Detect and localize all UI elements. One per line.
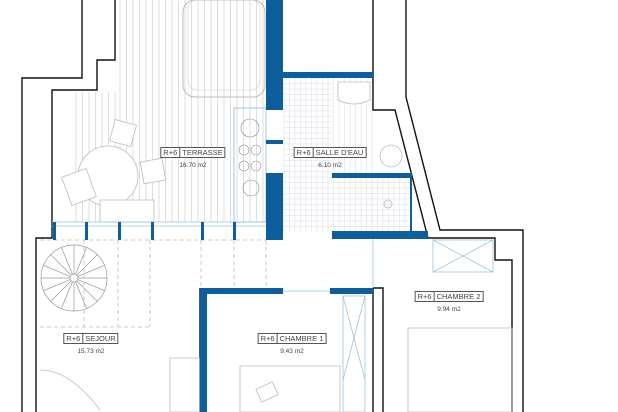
room-area: 16.70 m2 — [179, 162, 207, 169]
walls — [53, 0, 428, 412]
room-name: SEJOUR — [85, 334, 116, 343]
bedroom-furniture — [39, 327, 513, 412]
room-level: R+6 — [416, 292, 435, 301]
room-area: 9.43 m2 — [280, 348, 304, 355]
room-area: 9.94 m2 — [437, 306, 461, 313]
room-name: TERRASSE — [182, 148, 223, 157]
room-level: R+6 — [64, 334, 84, 343]
pool — [182, 0, 266, 98]
room-level: R+6 — [259, 334, 278, 343]
sink — [379, 144, 403, 168]
room-level: R+6 — [161, 148, 181, 157]
bathroom-tiles — [283, 77, 410, 231]
room-name: SALLE D'EAU — [315, 148, 364, 157]
room-area: 6.10 m2 — [318, 162, 342, 169]
room-name: CHAMBRE 1 — [279, 334, 324, 343]
building-outline — [21, 0, 524, 412]
toilet — [337, 81, 371, 105]
terrace-deck — [75, 0, 264, 222]
room-area: 15.73 m2 — [77, 348, 105, 355]
room-name: CHAMBRE 2 — [436, 292, 481, 301]
room-level: R+6 — [295, 148, 314, 157]
terrace-furniture — [61, 119, 167, 223]
spiral-staircase — [40, 244, 108, 312]
